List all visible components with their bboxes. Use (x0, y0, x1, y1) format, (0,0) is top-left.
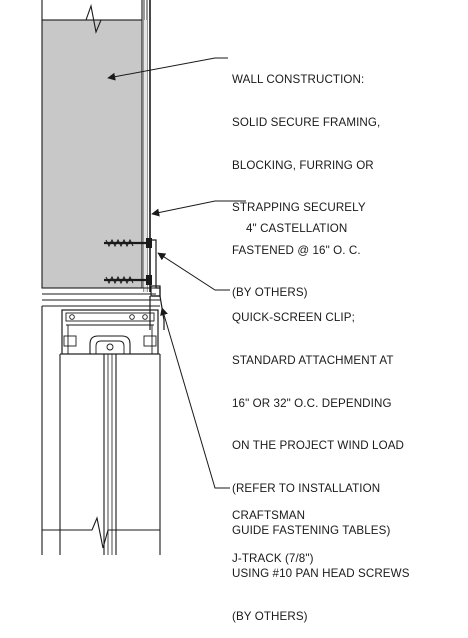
callout-line: (BY OTHERS) (232, 286, 308, 300)
screen-housing-extrusion (60, 309, 160, 355)
screw-upper (104, 238, 152, 248)
wall-top-break-line (42, 3, 142, 34)
leader-clip (157, 252, 230, 291)
screw-lower (104, 275, 152, 285)
callout-line: QUICK-SCREEN CLIP; (232, 311, 355, 325)
castellation-strip (143, 0, 151, 292)
bottom-break-line (42, 516, 160, 549)
screen-guide-rod (103, 354, 117, 555)
callout-castellation: 4" CASTELLATION (246, 194, 347, 251)
callout-line: STRAPPING SECURELY (232, 201, 366, 215)
callout-line: (BY OTHERS) (232, 609, 308, 623)
callout-line: SOLID SECURE FRAMING, (232, 116, 381, 130)
callout-line: 4" CASTELLATION (246, 222, 348, 236)
head-member (42, 287, 160, 307)
leader-castellation (151, 200, 246, 217)
callout-quick-screen-clip: QUICK-SCREEN CLIP; STANDARD ATTACHMENT A… (232, 283, 410, 638)
callout-line: 16" OR 32" O.C. DEPENDING (232, 396, 392, 410)
leader-jtrack (160, 307, 230, 489)
callout-line: BLOCKING, FURRING OR (232, 158, 374, 172)
wall-assembly (41, 0, 143, 289)
callout-line: ON THE PROJECT WIND LOAD (232, 439, 405, 453)
jamb-lines (41, 306, 161, 555)
callout-line: CRAFTSMAN (232, 509, 306, 523)
callout-line: FASTENED @ 16" O. C. (232, 243, 361, 257)
wall-block (41, 19, 143, 289)
callout-j-track: CRAFTSMAN J-TRACK (7/8") (232, 481, 314, 580)
callout-line: WALL CONSTRUCTION: (232, 73, 365, 87)
callout-line: J-TRACK (7/8") (232, 552, 314, 566)
callout-line: GUIDE FASTENING TABLES) (232, 524, 391, 538)
callout-line: STANDARD ATTACHMENT AT (232, 354, 394, 368)
leader-wall-construction (107, 57, 228, 81)
callout-wall-construction: WALL CONSTRUCTION: SOLID SECURE FRAMING,… (232, 45, 380, 315)
section-detail-drawing (41, 0, 246, 555)
callout-line: (REFER TO INSTALLATION (232, 481, 381, 495)
